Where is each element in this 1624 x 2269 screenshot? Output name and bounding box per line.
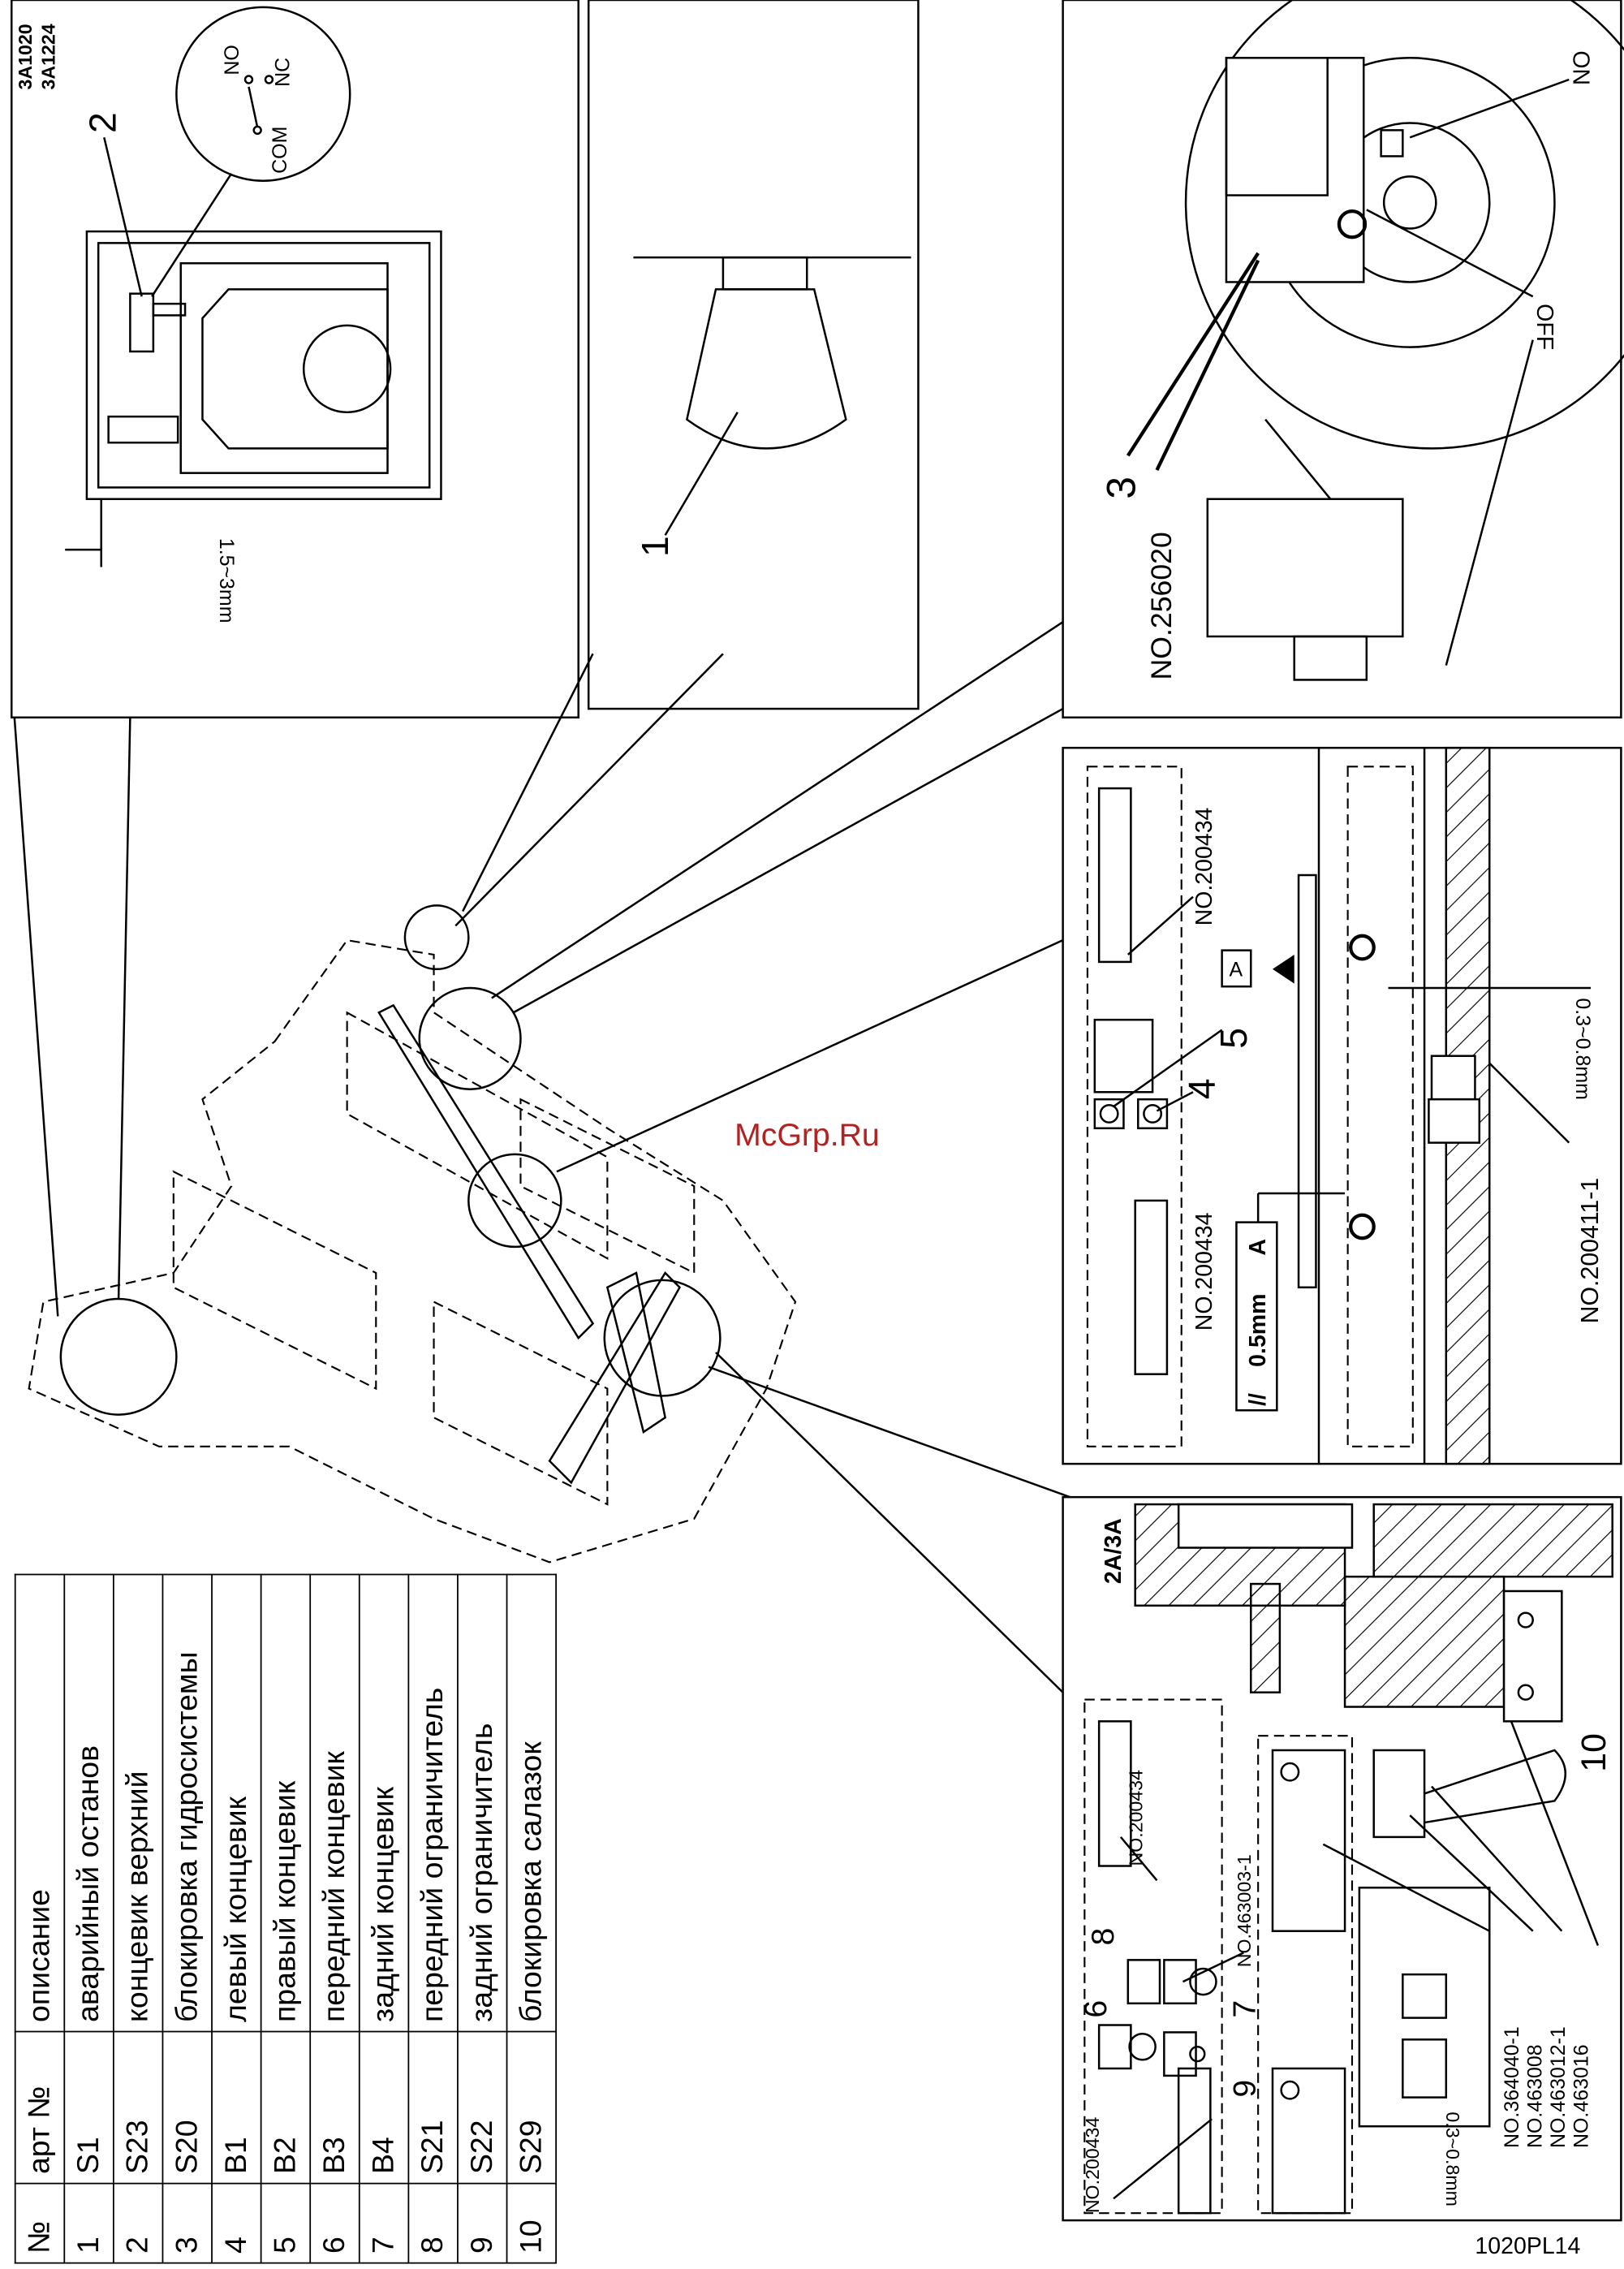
callout-1: 1 (634, 536, 676, 557)
callout-3: 3 (1099, 477, 1144, 499)
panel-side-limit-switches: NO.200434 A 5 4 NO.200434 // 0.5mm A 0.3… (1062, 746, 1622, 1465)
panel-hydraulic-lock: ON OFF 3 NO.256020 (1062, 0, 1624, 719)
gap-label: 0.3~0.8mm (1442, 2112, 1463, 2206)
row-number: 9 (457, 2183, 507, 2263)
section-label: 2A/3A (1101, 1518, 1126, 1584)
row-number: 6 (310, 2183, 360, 2263)
row-description: передний ограничитель (408, 1574, 458, 2032)
part-label: NO.200434 (1191, 807, 1217, 925)
row-number: 2 (113, 2183, 163, 2263)
row-number: 5 (261, 2183, 311, 2263)
row-description: правый концевик (261, 1574, 311, 2032)
row-description: левый концевик (212, 1574, 261, 2032)
row-article: S21 (408, 2031, 458, 2184)
header-article: арт № (15, 2031, 65, 2184)
datum-label: A (1230, 959, 1243, 981)
contact-no-label: NO (221, 45, 243, 75)
tolerance-datum: A (1245, 1239, 1271, 1256)
contact-nc-label: NC (271, 58, 294, 87)
row-article: S20 (162, 2031, 213, 2184)
drawing-number: 1020PL14 (1475, 2233, 1580, 2259)
row-number: 3 (162, 2183, 213, 2263)
model-label: 3A1224 (38, 24, 59, 89)
part-number: NO.256020 (1145, 532, 1178, 679)
row-article: B2 (261, 2031, 311, 2184)
off-label: OFF (1531, 304, 1557, 350)
row-number: 7 (359, 2183, 409, 2263)
part-list-item: NO.463008 (1523, 2044, 1546, 2148)
table-header-row: № арт № описание (15, 1574, 65, 2263)
watermark: McGrp.Ru (734, 1118, 880, 1153)
dimension-label: 1.5~3mm (215, 538, 238, 623)
part-label: NO.200434 (1082, 2117, 1103, 2214)
part-list-item: NO.463016 (1570, 2044, 1592, 2148)
row-description: передний концевик (310, 1574, 360, 2032)
row-article: S23 (113, 2031, 163, 2184)
machine-isometric-view (13, 621, 1070, 1693)
contact-com-label: COM (269, 127, 291, 174)
part-label: NO.463003-1 (1234, 1854, 1255, 1967)
panel-front-rear-switches: 2A/3A 10 NO.200434 NO.463003-1 NO.200434… (1062, 1495, 1622, 2222)
callout-10: 10 (1574, 1733, 1613, 1772)
callout-7: 7 (1228, 2000, 1263, 2018)
row-article: S1 (64, 2031, 114, 2184)
row-article: B4 (359, 2031, 409, 2184)
row-description: задний ограничитель (457, 1574, 507, 2032)
part-label: NO.200434 (1126, 1770, 1147, 1866)
row-number: 8 (408, 2183, 458, 2263)
panel-emergency-stop: 1 (587, 0, 920, 710)
part-list-item: NO.463012-1 (1547, 2026, 1570, 2148)
row-article: S29 (506, 2031, 557, 2184)
panel-upper-limit-switch: 3A1020 3A1224 2 NO NC COM 1.5~3mm (11, 0, 579, 719)
callout-6: 6 (1079, 2000, 1114, 2018)
row-number: 1 (64, 2183, 114, 2263)
row-article: B3 (310, 2031, 360, 2184)
row-description: концевик верхний (113, 1574, 163, 2032)
row-description: аварийный останов (64, 1574, 114, 2032)
callout-2: 2 (82, 112, 124, 133)
row-number: 10 (506, 2183, 557, 2263)
gap-label: 0.3~0.8mm (1571, 998, 1594, 1099)
row-description: блокировка салазок (506, 1574, 557, 2032)
tolerance-symbol: // (1245, 1393, 1271, 1406)
on-label: ON (1568, 50, 1594, 85)
tolerance-value: 0.5mm (1245, 1293, 1271, 1366)
header-description: описание (15, 1574, 65, 2032)
model-label: 3A1020 (15, 24, 36, 89)
row-article: B1 (212, 2031, 261, 2184)
row-description: задний концевик (359, 1574, 409, 2032)
callout-8: 8 (1086, 1928, 1121, 1946)
callout-9: 9 (1228, 2080, 1263, 2098)
header-number: № (15, 2183, 65, 2263)
part-label: NO.200411-1 (1577, 1178, 1604, 1324)
part-label: NO.200434 (1191, 1212, 1217, 1331)
part-list-item: NO.364040-1 (1501, 2026, 1523, 2148)
row-description: блокировка гидросистемы (162, 1574, 213, 2032)
row-article: S22 (457, 2031, 507, 2184)
row-number: 4 (212, 2183, 261, 2263)
